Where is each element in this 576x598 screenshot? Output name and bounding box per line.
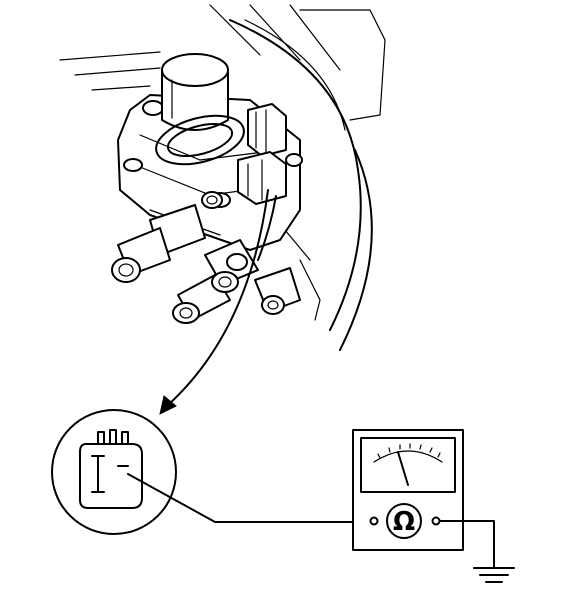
ohmmeter-needle [397,451,409,486]
solenoid-cylinder [155,53,245,166]
terminal-1 [91,455,105,493]
negative-terminal [369,516,379,526]
pipe-fittings [111,191,301,324]
ohmmeter-knob [386,503,422,539]
bolt-head [285,153,303,167]
ohmmeter-dial [360,437,456,493]
harness-connector [237,103,287,261]
bolt-head [123,158,143,172]
ohm-symbol: Ω [393,507,415,537]
test-lead [127,473,369,523]
ohmmeter: Ω [352,429,464,551]
callout-arrow [159,189,269,415]
ground-symbol [439,520,515,583]
positive-terminal [431,516,441,526]
engine-housing [59,4,386,351]
connector-detail [51,409,177,535]
bolt-head [142,100,164,116]
